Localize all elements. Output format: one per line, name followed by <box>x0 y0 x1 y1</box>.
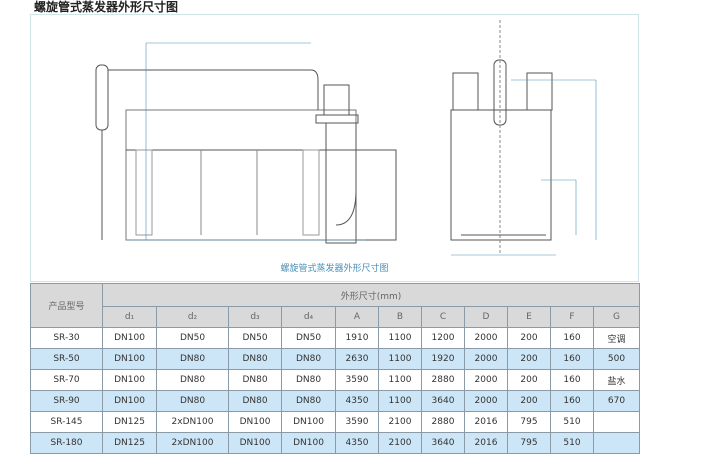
dimension-cell: 2xDN100 <box>156 432 229 454</box>
drawing-caption: 螺旋管式蒸发器外形尺寸图 <box>280 264 389 274</box>
model-cell: SR-90 <box>30 390 103 412</box>
dimension-cell: DN80 <box>156 390 229 412</box>
dimension-cell: 2000 <box>464 369 508 391</box>
dimension-cell: 2880 <box>421 369 465 391</box>
dimension-cell: 1100 <box>378 369 422 391</box>
dimension-cell: 795 <box>507 411 551 433</box>
dimension-cell: 盐水 <box>592 369 641 391</box>
dimension-cell: DN100 <box>102 348 157 370</box>
dimension-cell: DN80 <box>156 348 229 370</box>
model-cell: SR-70 <box>30 369 103 391</box>
dimension-cell <box>592 411 641 433</box>
dimension-cell: 2630 <box>335 348 379 370</box>
column-header: d₁ <box>102 306 157 328</box>
dimension-cell: 1100 <box>378 327 422 349</box>
dimension-cell: DN80 <box>228 348 282 370</box>
dimension-cell: 795 <box>507 432 551 454</box>
model-cell: SR-30 <box>30 327 103 349</box>
column-header: A <box>335 306 379 328</box>
dimension-cell: 2016 <box>464 411 508 433</box>
dimension-cell: 2016 <box>464 432 508 454</box>
column-header: d₃ <box>228 306 282 328</box>
dimension-cell: 500 <box>592 348 641 370</box>
dimension-cell: 4350 <box>335 432 379 454</box>
dimension-cell: DN50 <box>228 327 282 349</box>
dimension-cell: 670 <box>592 390 641 412</box>
dimension-cell: 2880 <box>421 411 465 433</box>
dimension-cell: 200 <box>507 390 551 412</box>
dimension-cell: 160 <box>550 348 594 370</box>
dimension-cell: 1200 <box>421 327 465 349</box>
dimension-cell: 510 <box>550 432 594 454</box>
dimension-cell: 2100 <box>378 432 422 454</box>
model-cell: SR-180 <box>30 432 103 454</box>
dimension-drawing: 螺旋管式蒸发器外形尺寸图 <box>30 14 639 282</box>
dimension-cell: 2000 <box>464 390 508 412</box>
column-header: d₂ <box>156 306 229 328</box>
dimension-cell: 3590 <box>335 411 379 433</box>
dimension-cell: 4350 <box>335 390 379 412</box>
page-title: 螺旋管式蒸发器外形尺寸图 <box>34 0 179 14</box>
column-header: B <box>378 306 422 328</box>
dimension-cell: DN50 <box>156 327 229 349</box>
column-header: C <box>421 306 465 328</box>
column-header: d₄ <box>281 306 336 328</box>
column-header: E <box>507 306 551 328</box>
dimension-cell: 1100 <box>378 390 422 412</box>
dimension-cell: DN125 <box>102 432 157 454</box>
dimension-cell: 1910 <box>335 327 379 349</box>
dimension-cell: DN80 <box>228 390 282 412</box>
dimension-cell: DN100 <box>102 369 157 391</box>
dimension-cell: DN80 <box>281 369 336 391</box>
dimension-cell: 2000 <box>464 348 508 370</box>
dimension-cell: 2xDN100 <box>156 411 229 433</box>
dimension-cell: DN125 <box>102 411 157 433</box>
dimension-cell: 3640 <box>421 390 465 412</box>
dimension-cell: DN100 <box>102 327 157 349</box>
dimension-cell: 3640 <box>421 432 465 454</box>
column-header: F <box>550 306 594 328</box>
dimension-cell: DN80 <box>281 348 336 370</box>
column-header: G <box>592 306 641 328</box>
dimension-cell: DN80 <box>156 369 229 391</box>
model-header: 产品型号 <box>30 283 103 328</box>
dimension-cell: 160 <box>550 327 594 349</box>
dimension-cell: 2000 <box>464 327 508 349</box>
dimensions-header: 外形尺寸(mm) <box>101 283 641 307</box>
dimension-cell: 200 <box>507 327 551 349</box>
dimension-cell <box>592 432 641 454</box>
dimension-cell: 1100 <box>378 348 422 370</box>
dimension-cell: 160 <box>550 369 594 391</box>
dimension-cell: 2100 <box>378 411 422 433</box>
dimension-cell: DN100 <box>102 390 157 412</box>
dimension-cell: 3590 <box>335 369 379 391</box>
dimension-cell: DN80 <box>281 390 336 412</box>
dimension-cell: 200 <box>507 369 551 391</box>
column-header: D <box>464 306 508 328</box>
dimension-cell: 510 <box>550 411 594 433</box>
dimension-cell: 空调 <box>592 327 641 349</box>
dimension-cell: DN80 <box>228 369 282 391</box>
dimension-cell: 200 <box>507 348 551 370</box>
dimension-cell: DN50 <box>281 327 336 349</box>
evaporator-drawing <box>95 20 597 256</box>
dimension-cell: DN100 <box>228 432 282 454</box>
model-cell: SR-145 <box>30 411 103 433</box>
dimension-cell: 1920 <box>421 348 465 370</box>
model-cell: SR-50 <box>30 348 103 370</box>
dimension-cell: DN100 <box>281 411 336 433</box>
dimension-cell: DN100 <box>228 411 282 433</box>
dimension-cell: DN100 <box>281 432 336 454</box>
dimension-cell: 160 <box>550 390 594 412</box>
